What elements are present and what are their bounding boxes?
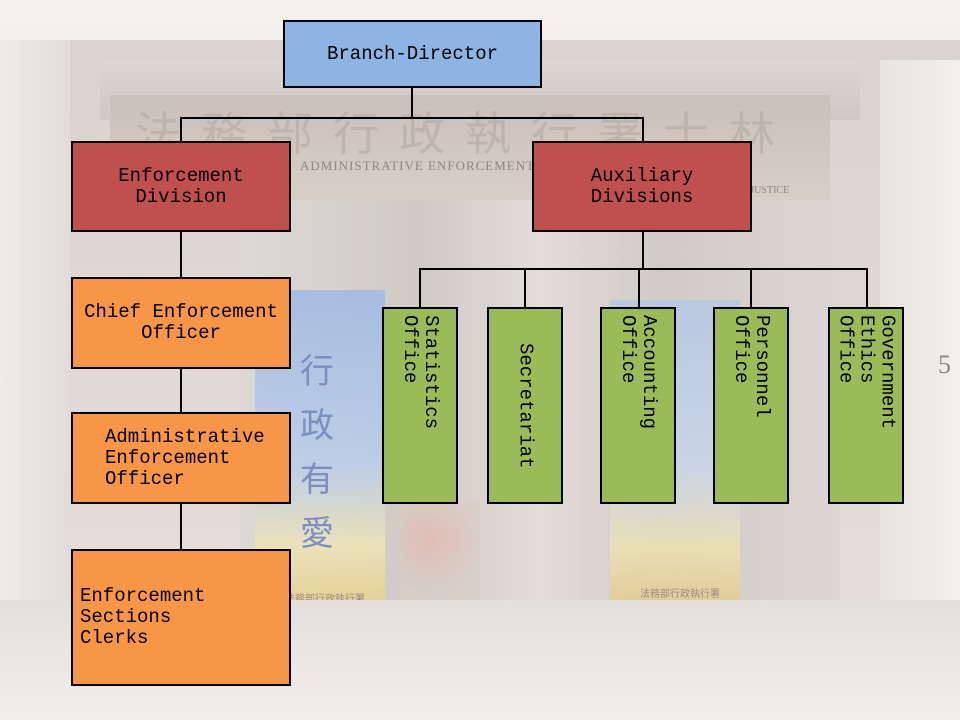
- node-administrative-enforcement-officer: Administrative Enforcement Officer: [71, 412, 291, 504]
- connector-to-enforcement: [180, 117, 182, 142]
- poster-footer: 法務部行政執行署: [285, 590, 365, 605]
- node-secretariat: Secretariat: [487, 307, 563, 504]
- left-pillar: [0, 40, 70, 680]
- connector-root-horizontal: [180, 117, 644, 119]
- poster2-footer: 法務部行政執行署: [640, 589, 720, 600]
- connector-to-personnel: [750, 268, 752, 308]
- connector-to-statistics: [419, 268, 421, 308]
- node-enforcement-sections-clerks: Enforcement Sections Clerks: [71, 549, 291, 686]
- node-personnel-office: Personnel Office: [713, 307, 789, 504]
- connector-to-auxiliary: [642, 117, 644, 142]
- building-sign-english: ADMINISTRATIVE ENFORCEMENT: [300, 158, 536, 173]
- connector-auxiliary-down: [642, 231, 644, 269]
- node-auxiliary-divisions: Auxiliary Divisions: [532, 141, 752, 232]
- connector-to-secretariat: [524, 268, 526, 308]
- poster-slogan: 行政有愛: [300, 352, 334, 554]
- connector-to-accounting: [638, 268, 640, 308]
- node-chief-enforcement-officer: Chief Enforcement Officer: [71, 277, 291, 369]
- connector-enforcement-chain: [180, 231, 182, 551]
- node-government-ethics-office: Government Ethics Office: [828, 307, 904, 504]
- node-statistics-office: Statistics Office: [382, 307, 458, 504]
- address-number: 5: [938, 350, 951, 379]
- connector-root-down: [411, 88, 413, 118]
- node-enforcement-division: Enforcement Division: [71, 141, 291, 232]
- connector-auxiliary-horizontal: [419, 268, 868, 270]
- flower-arrangement: [400, 500, 480, 600]
- node-accounting-office: Accounting Office: [600, 307, 676, 504]
- building-sign-english-2: OF JUSTICE: [735, 185, 790, 196]
- connector-to-ethics: [866, 268, 868, 308]
- node-branch-director: Branch-Director: [283, 20, 542, 88]
